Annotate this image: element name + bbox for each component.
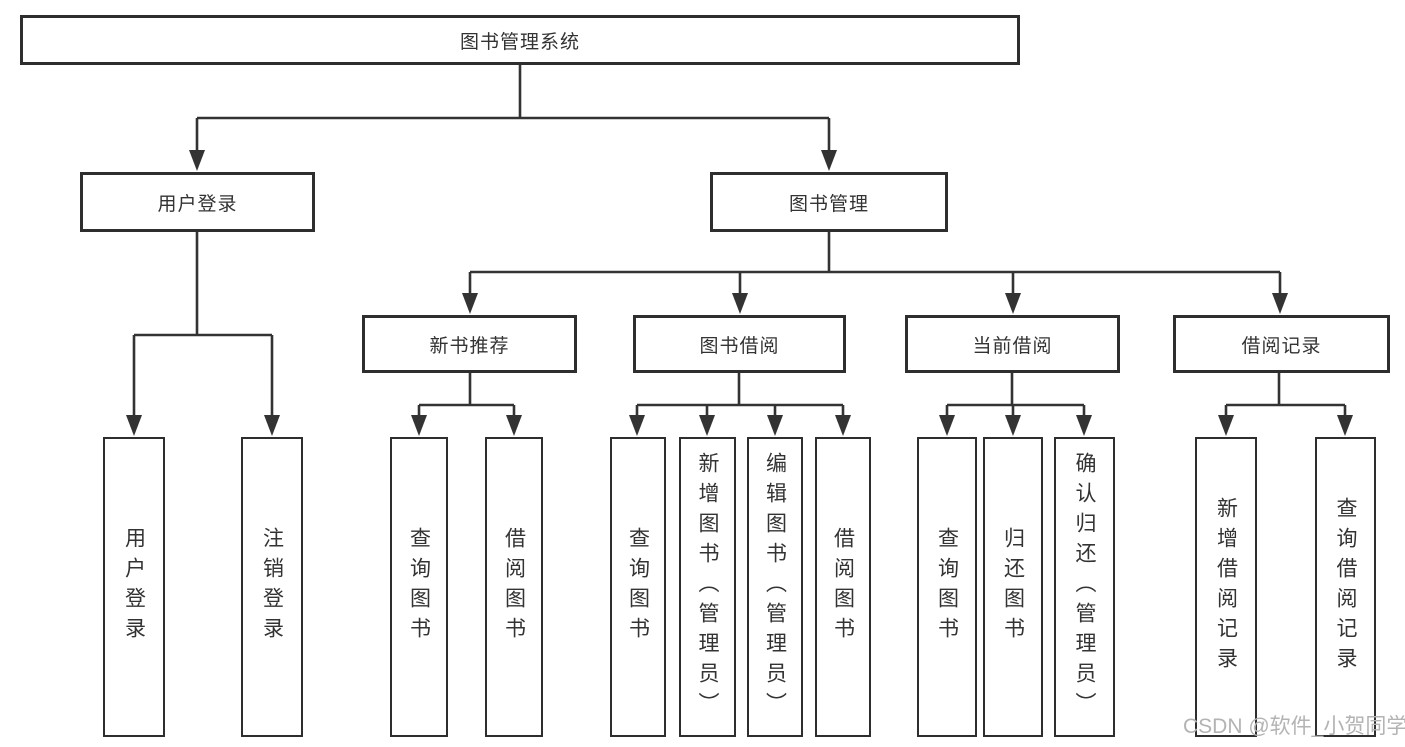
node-current-borrow: 当前借阅 [905, 315, 1120, 373]
leaf-newbook-borrow-books: 借阅图书 [485, 437, 543, 737]
connector-current-borrow [945, 373, 1086, 417]
connector-root [195, 65, 831, 152]
connector-book-management [468, 232, 1282, 295]
leaf-record-query-borrow-record-label: 查询借阅记录 [1334, 497, 1357, 677]
leaf-borrow-add-books-admin: 新增图书（管理员） [679, 437, 736, 737]
leaf-current-confirm-return-admin-label: 确认归还（管理员） [1073, 452, 1096, 722]
leaf-current-query-books: 查询图书 [917, 437, 977, 737]
node-new-book-recommend: 新书推荐 [362, 315, 577, 373]
node-user-login: 用户登录 [80, 172, 315, 232]
leaf-logout: 注销登录 [241, 437, 303, 737]
leaf-borrow-query-books-label: 查询图书 [626, 527, 650, 647]
leaf-user-login-label: 用户登录 [122, 527, 146, 647]
leaf-newbook-query-books: 查询图书 [390, 437, 448, 737]
connector-user-login [132, 232, 274, 417]
node-book-borrow-label: 图书借阅 [699, 335, 780, 357]
node-root-label: 图书管理系统 [459, 31, 580, 53]
leaf-borrow-edit-books-admin-label: 编辑图书（管理员） [763, 452, 787, 722]
leaf-current-confirm-return-admin: 确认归还（管理员） [1054, 437, 1115, 737]
leaf-borrow-add-books-admin-label: 新增图书（管理员） [696, 452, 719, 722]
node-book-management-label: 图书管理 [788, 193, 869, 215]
watermark: CSDN @软件_小贺同学 [1183, 715, 1405, 738]
leaf-newbook-borrow-books-label: 借阅图书 [502, 527, 526, 647]
leaf-current-return-books: 归还图书 [983, 437, 1043, 737]
node-user-login-label: 用户登录 [157, 193, 238, 215]
node-book-borrow: 图书借阅 [633, 315, 846, 373]
leaf-borrow-query-books: 查询图书 [610, 437, 666, 737]
node-root: 图书管理系统 [20, 15, 1020, 65]
leaf-newbook-query-books-label: 查询图书 [407, 527, 431, 647]
leaf-current-return-books-label: 归还图书 [1001, 527, 1025, 647]
leaf-record-add-borrow-record-label: 新增借阅记录 [1214, 497, 1238, 677]
leaf-borrow-borrow-books: 借阅图书 [815, 437, 871, 737]
leaf-record-query-borrow-record: 查询借阅记录 [1315, 437, 1376, 737]
leaf-current-query-books-label: 查询图书 [935, 527, 959, 647]
node-borrow-record-label: 借阅记录 [1241, 335, 1322, 357]
node-borrow-record: 借阅记录 [1173, 315, 1390, 373]
node-new-book-recommend-label: 新书推荐 [429, 335, 510, 357]
leaf-borrow-borrow-books-label: 借阅图书 [831, 527, 855, 647]
connector-borrow-record [1224, 373, 1347, 417]
node-current-borrow-label: 当前借阅 [972, 335, 1053, 357]
leaf-borrow-edit-books-admin: 编辑图书（管理员） [747, 437, 803, 737]
connector-book-borrow [635, 373, 845, 417]
leaf-record-add-borrow-record: 新增借阅记录 [1195, 437, 1257, 737]
node-book-management: 图书管理 [710, 172, 948, 232]
connector-new-book [417, 373, 516, 417]
leaf-user-login: 用户登录 [103, 437, 165, 737]
leaf-logout-label: 注销登录 [260, 527, 284, 647]
